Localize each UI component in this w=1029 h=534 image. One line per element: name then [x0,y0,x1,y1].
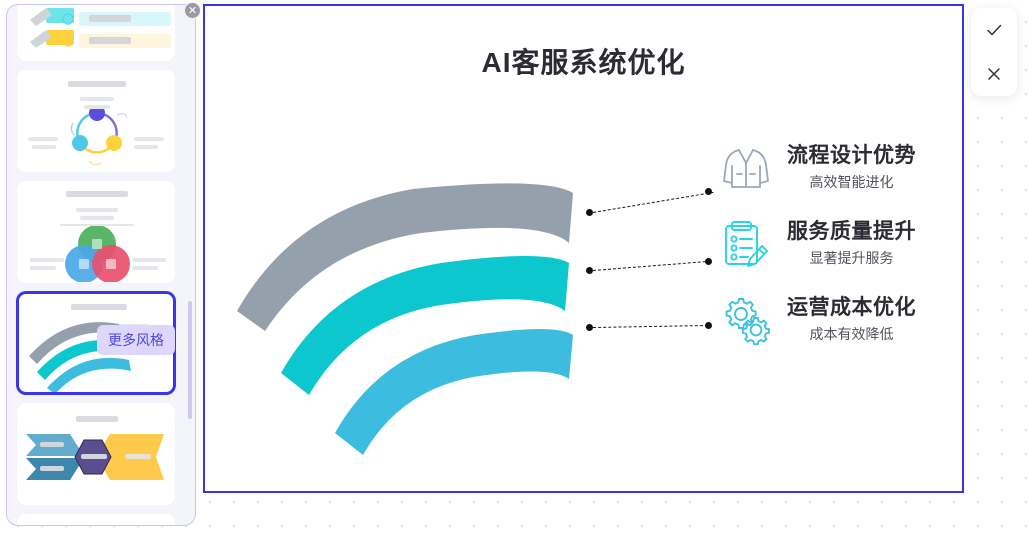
connector-line-3 [593,324,708,328]
connector-dot-left-2 [586,267,593,274]
thumbnail-preview-venn-circles [18,182,174,282]
chevron-hexagon-graphic [26,434,164,480]
thumbnail-preview-partial-bottom [18,515,174,525]
curved-bands-svg [237,183,573,455]
curved-bands-illustration [225,171,605,481]
feature-subtitle-2: 显著提升服务 [809,250,894,267]
style-thumbnail-list[interactable] [7,5,195,525]
more-styles-tooltip: 更多风格 [97,325,175,355]
thumbnail-preview-circular-cycle [18,71,174,171]
accept-button[interactable] [979,15,1009,45]
cycle-graphic [70,105,128,166]
brush-tags-graphic [30,8,171,48]
connector-dot-right-1 [705,188,712,195]
connector-line-1 [593,191,714,213]
feature-subtitle-1: 高效智能进化 [809,174,894,191]
style-thumbnail-chevron-hexagon[interactable] [17,403,175,505]
style-panel-scrollbar[interactable] [188,301,192,419]
connector-dot-right-2 [705,258,712,265]
feature-text-2: 服务质量提升 显著提升服务 [787,220,916,268]
style-thumbnail-circular-cycle[interactable] [17,70,175,172]
feature-title-2: 服务质量提升 [787,219,916,243]
connector-line-2 [593,260,711,271]
feature-title-3: 运营成本优化 [787,295,916,319]
confirm-toolbar [971,8,1017,96]
connector-dot-right-3 [705,322,712,329]
feature-subtitle-3: 成本有效降低 [809,326,894,343]
arc-band-teal [281,256,569,395]
connector-dot-left-3 [586,324,593,331]
feature-item-2[interactable]: 服务质量提升 显著提升服务 [717,215,916,273]
page-title: AI客服系统优化 [481,47,686,78]
thumbnail-preview-brush-tags [18,5,174,60]
gears-icon [717,291,775,349]
close-style-panel-button[interactable]: ✕ [184,2,201,19]
style-thumbnail-partial-bottom[interactable] [17,514,175,525]
connector-dot-left-1 [586,209,593,216]
arc-band-blue [335,329,573,455]
coat-icon [717,139,775,197]
arc-band-gray [237,183,573,331]
style-thumbnail-venn-circles[interactable] [17,181,175,283]
check-icon [987,24,1002,36]
feature-title-1: 流程设计优势 [787,143,916,167]
venn-graphic [65,225,130,282]
feature-item-3[interactable]: 运营成本优化 成本有效降低 [717,291,916,349]
clipboard-pencil-icon [717,215,775,273]
close-icon [988,68,1000,80]
style-thumbnail-brush-tags[interactable] [17,5,175,61]
style-panel [6,4,196,526]
thumbnail-preview-chevron-hexagon [18,404,174,504]
feature-text-3: 运营成本优化 成本有效降低 [787,296,916,344]
feature-item-1[interactable]: 流程设计优势 高效智能进化 [717,139,916,197]
slide-canvas[interactable]: AI客服系统优化 [203,4,964,493]
feature-text-1: 流程设计优势 高效智能进化 [787,144,916,192]
reject-button[interactable] [979,59,1009,89]
